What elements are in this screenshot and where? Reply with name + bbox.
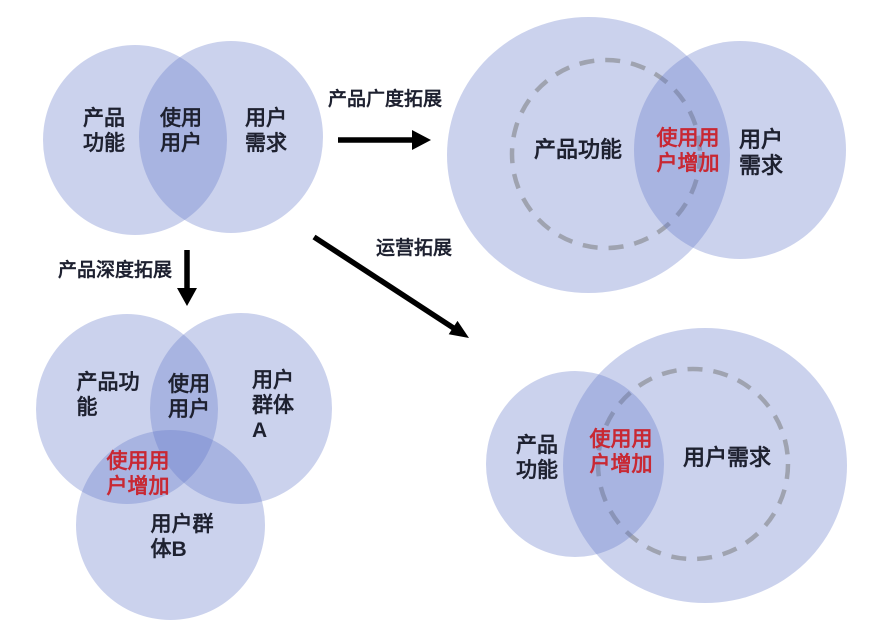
circle-user-needs [634, 41, 846, 259]
circle-product-features [36, 314, 218, 504]
label-user-group-b: 用户群 体B [150, 513, 214, 561]
label-user-needs: 用户 需求 [738, 127, 784, 178]
label-users-increase: 使用用 户增加 [589, 428, 653, 476]
circle-user-needs [139, 41, 323, 233]
label-active-users: 使用 用户 [160, 107, 202, 155]
label-active-users: 使用 用户 [168, 373, 210, 421]
label-user-group-a: 用户 群体 A [252, 368, 294, 442]
label-product-features: 产品 功能 [516, 434, 558, 482]
circle-user-group-a [150, 313, 332, 504]
dashed-former-boundary-circle [509, 57, 703, 251]
circle-product-features [43, 45, 227, 235]
label-product-features: 产品 功能 [83, 107, 125, 155]
label-product-features: 产品功能 [533, 137, 623, 163]
label-depth-expansion: 产品深度拓展 [57, 259, 173, 281]
arrow-breadth-expansion [338, 130, 431, 150]
label-product-features: 产品功 能 [76, 371, 140, 419]
label-users-increase: 使用用 户增加 [656, 127, 720, 175]
label-operations-expansion: 运营拓展 [375, 237, 453, 259]
label-breadth-expansion: 产品广度拓展 [327, 88, 443, 110]
arrow-depth-expansion [177, 250, 197, 306]
dashed-former-boundary-circle [595, 366, 791, 562]
circle-user-group-b [76, 430, 265, 620]
label-users-increase: 使用用 户增加 [106, 450, 170, 498]
label-user-needs: 用户需求 [682, 445, 772, 471]
label-user-needs: 用户 需求 [245, 107, 287, 155]
circle-product-features [486, 371, 664, 557]
